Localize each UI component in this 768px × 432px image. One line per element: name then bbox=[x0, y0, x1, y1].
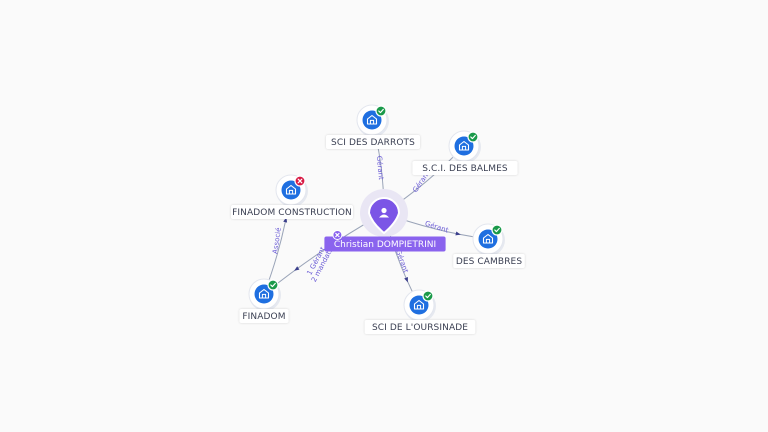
company-node-sci-de-loursinade[interactable]: SCI DE L'OURSINADE bbox=[364, 289, 476, 334]
label-background bbox=[364, 320, 476, 334]
company-node-des-cambres[interactable]: DES CAMBRES bbox=[453, 223, 525, 268]
check-badge-icon bbox=[467, 131, 479, 143]
person-icon bbox=[379, 207, 389, 218]
nodes-layer: SCI DES DARROTS S.C.I. DES BALMES FINADOM … bbox=[231, 104, 525, 334]
check-badge-icon bbox=[422, 290, 434, 302]
building-icon bbox=[366, 114, 378, 125]
building-icon bbox=[258, 288, 270, 299]
company-label: SCI DES DARROTS bbox=[326, 135, 420, 149]
building-icon bbox=[285, 184, 297, 195]
company-label: S.C.I. DES BALMES bbox=[412, 161, 518, 175]
close-icon[interactable] bbox=[332, 230, 343, 240]
check-badge-icon bbox=[267, 279, 279, 291]
company-node-finadom[interactable]: FINADOM bbox=[239, 278, 289, 323]
company-label: FINADOM CONSTRUCTION bbox=[231, 205, 353, 219]
check-badge-icon bbox=[491, 224, 503, 236]
edge-label: Associé bbox=[271, 227, 283, 254]
company-name: S.C.I. DES BALMES bbox=[422, 164, 508, 174]
edge-arrow bbox=[404, 277, 408, 283]
building-icon bbox=[413, 299, 425, 310]
company-name: FINADOM bbox=[242, 312, 285, 322]
edge-arrow bbox=[455, 231, 461, 236]
building-icon bbox=[458, 140, 470, 151]
company-node-sci-des-darrots[interactable]: SCI DES DARROTS bbox=[326, 104, 420, 149]
label-background bbox=[326, 135, 420, 149]
company-label: DES CAMBRES bbox=[453, 254, 525, 268]
person-name: Christian DOMPIETRINI bbox=[334, 240, 436, 250]
check-badge-icon bbox=[375, 105, 387, 117]
edge-label: Gérant bbox=[375, 155, 385, 180]
company-label: SCI DE L'OURSINADE bbox=[364, 320, 476, 334]
company-node-sci-des-balmes[interactable]: S.C.I. DES BALMES bbox=[412, 130, 518, 175]
company-name: SCI DE L'OURSINADE bbox=[372, 323, 468, 333]
person-label-background bbox=[324, 236, 446, 252]
label-background bbox=[412, 161, 518, 175]
center-layer: Christian DOMPIETRINI bbox=[324, 189, 446, 252]
label-background bbox=[231, 205, 353, 219]
edge-arrow bbox=[294, 266, 300, 271]
company-label: FINADOM bbox=[239, 309, 289, 323]
building-icon bbox=[482, 233, 494, 244]
company-name: FINADOM CONSTRUCTION bbox=[232, 208, 352, 218]
label-background bbox=[239, 309, 289, 323]
person-node[interactable]: Christian DOMPIETRINI bbox=[324, 189, 446, 252]
company-name: SCI DES DARROTS bbox=[331, 138, 415, 148]
edge-label: Gérant bbox=[424, 220, 450, 235]
cross-badge-icon bbox=[294, 175, 306, 187]
company-node-finadom-construction[interactable]: FINADOM CONSTRUCTION bbox=[231, 174, 353, 219]
edge-label: Gérant bbox=[394, 249, 410, 275]
label-background bbox=[453, 254, 525, 268]
company-name: DES CAMBRES bbox=[456, 257, 523, 267]
